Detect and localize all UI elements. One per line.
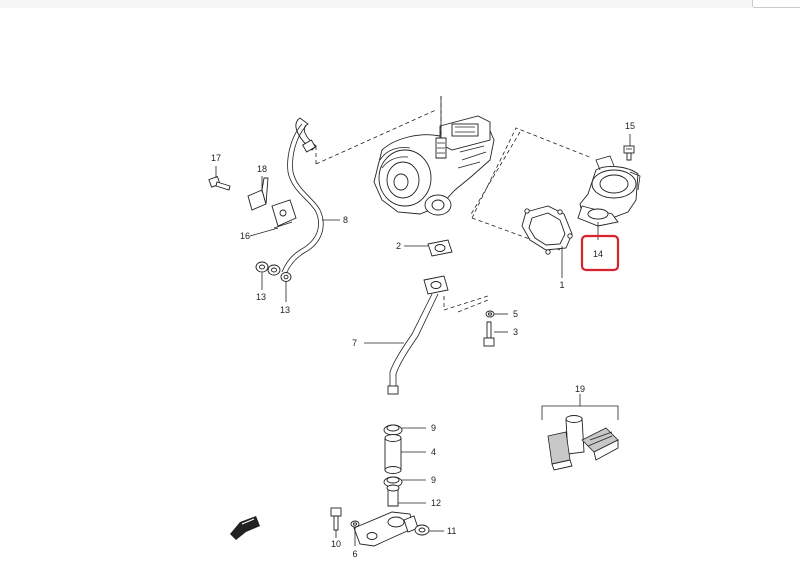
- bolt-15[interactable]: [623, 145, 635, 161]
- callout-6[interactable]: 6: [352, 549, 357, 559]
- callout-9-lower[interactable]: 9: [431, 475, 436, 485]
- oil-drain-pipe[interactable]: [387, 275, 449, 395]
- front-arrow-icon: [230, 516, 260, 540]
- callout-15[interactable]: 15: [625, 121, 635, 131]
- callout-4[interactable]: 4: [431, 447, 436, 457]
- callout-2[interactable]: 2: [396, 241, 401, 251]
- washer-5[interactable]: [485, 310, 495, 318]
- callout-16[interactable]: 16: [240, 231, 250, 241]
- callout-11[interactable]: 11: [447, 526, 456, 536]
- hardware-reference: [443, 295, 489, 313]
- hose-clamp-9-upper[interactable]: [383, 424, 403, 436]
- washer-13-right[interactable]: [280, 272, 292, 282]
- oil-return-block[interactable]: [353, 511, 419, 547]
- callout-19[interactable]: 19: [575, 384, 585, 394]
- turbocharger[interactable]: [373, 115, 495, 216]
- exhaust-elbow[interactable]: [577, 155, 641, 227]
- union-fitting-12[interactable]: [386, 484, 400, 507]
- washer-6[interactable]: [350, 520, 360, 528]
- oil-inlet-pipe[interactable]: [281, 117, 324, 275]
- top-strip: [0, 0, 800, 8]
- bolt-17[interactable]: [208, 175, 231, 191]
- callout-17[interactable]: 17: [211, 153, 221, 163]
- callout-10[interactable]: 10: [331, 539, 341, 549]
- callout-7[interactable]: 7: [352, 338, 357, 348]
- gasket-2[interactable]: [427, 239, 453, 257]
- hose-4[interactable]: [384, 434, 402, 474]
- highlight-box-14: [580, 234, 620, 272]
- bracket-18[interactable]: [247, 177, 269, 211]
- turbo-outlet-gasket[interactable]: [521, 205, 573, 255]
- callout-9-upper[interactable]: 9: [431, 423, 436, 433]
- bolt-10[interactable]: [330, 507, 342, 531]
- callout-12[interactable]: 12: [431, 498, 441, 508]
- callout-13-right[interactable]: 13: [280, 305, 290, 315]
- sealant-kit-19[interactable]: [547, 415, 619, 471]
- callout-13-left[interactable]: 13: [256, 292, 266, 302]
- callout-1[interactable]: 1: [559, 280, 564, 290]
- hose-clamp-9-lower[interactable]: [383, 476, 403, 488]
- callout-labels: 1 2 3 4 5 6 7 8 9 9 10 11 12 13 13 14 15…: [211, 121, 635, 559]
- callout-8[interactable]: 8: [343, 215, 348, 225]
- callout-5[interactable]: 5: [513, 309, 518, 319]
- callout-14[interactable]: 14: [593, 249, 603, 259]
- callout-18[interactable]: 18: [257, 164, 267, 174]
- kit-bracket-19: [541, 394, 619, 420]
- o-ring-11[interactable]: [414, 524, 430, 536]
- bolt-3[interactable]: [483, 321, 495, 347]
- leader-16: [249, 227, 279, 237]
- washer-13-left[interactable]: [255, 261, 281, 276]
- clamp-16[interactable]: [271, 199, 297, 229]
- window-corner-button[interactable]: [752, 0, 800, 8]
- callout-3[interactable]: 3: [513, 327, 518, 337]
